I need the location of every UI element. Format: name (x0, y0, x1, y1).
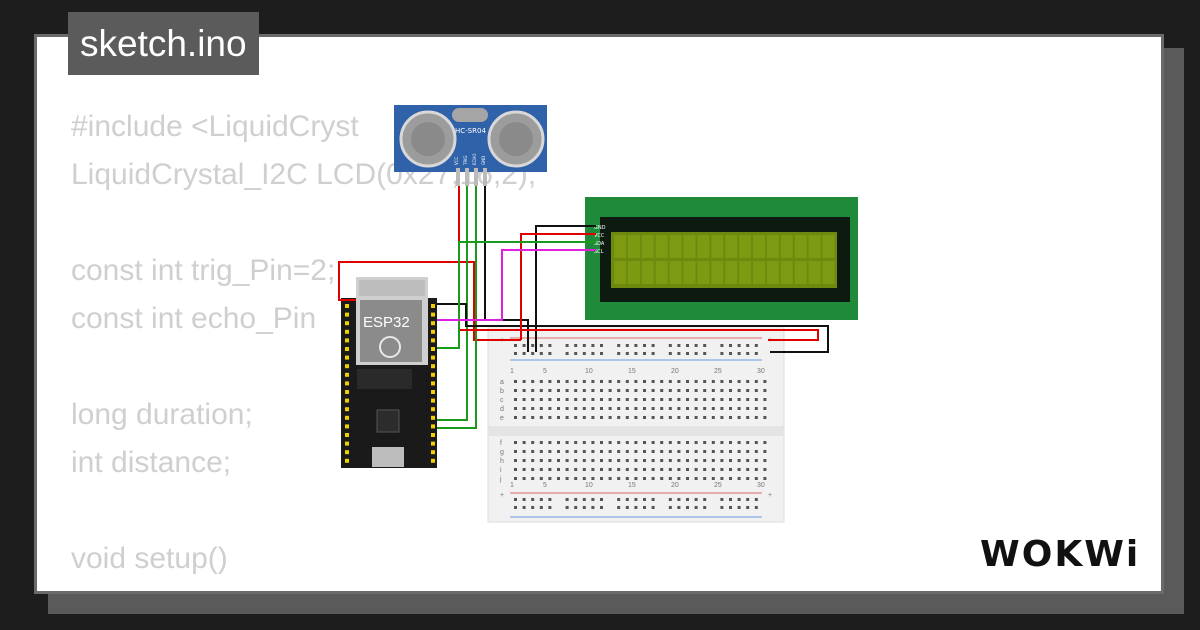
bb-row-label: i (500, 467, 502, 474)
code-line: const int trig_Pin=2; (71, 254, 336, 287)
bb-col-label: 5 (543, 482, 547, 489)
sensor-label: HC-SR04 (455, 127, 486, 135)
bb-plus-label: + (768, 492, 772, 499)
bb-row-label: h (500, 458, 504, 465)
bb-col-label: 30 (757, 482, 765, 489)
wire-red (338, 186, 460, 301)
esp32-board: ESP32 (341, 277, 437, 468)
wire-black (437, 303, 829, 353)
wire-magenta (437, 249, 596, 321)
wire-red (520, 233, 596, 340)
bb-row-label: a (500, 379, 504, 386)
bb-row-label: b (500, 388, 504, 395)
bb-col-label: 10 (585, 368, 593, 375)
code-line: { (71, 583, 81, 591)
bb-col-label: 20 (671, 482, 679, 489)
lcd-pin-label: SCL (594, 249, 604, 255)
bb-col-label: 5 (543, 368, 547, 375)
bb-col-label: 15 (628, 368, 636, 375)
bb-col-label: 1 (510, 482, 514, 489)
code-line: int distance; (71, 446, 232, 479)
wire-green (437, 241, 596, 349)
bb-row-label: d (500, 406, 504, 413)
bb-col-label: 10 (585, 482, 593, 489)
wire-black (484, 186, 529, 352)
bb-row-label: j (499, 476, 502, 483)
bb-col-label: 30 (757, 368, 765, 375)
sensor-pin-label: ECHO (472, 154, 477, 165)
lcd-pin-label: SDA (594, 241, 605, 247)
code-line: const int echo_Pin (71, 302, 317, 335)
wire-red (460, 329, 819, 341)
file-tab[interactable]: sketch.ino (68, 12, 259, 75)
sensor-pin-label: GND (481, 156, 486, 165)
bb-col-label: 1 (510, 368, 514, 375)
bb-row-label: e (500, 415, 504, 422)
code-line: long duration; (71, 398, 253, 431)
wires (338, 186, 829, 429)
breadboard: + + + + 1 5 10 15 20 25 30 1 5 10 15 20 … (487, 325, 785, 523)
ultrasonic-sensor: HC-SR04 VCC TRIG ECHO GND (394, 105, 547, 186)
wire-green (437, 186, 477, 429)
bb-col-label: 15 (628, 482, 636, 489)
lcd-pin-label: VCC (594, 233, 605, 239)
code-line: void setup() (71, 542, 228, 575)
bb-col-label: 20 (671, 368, 679, 375)
sensor-pin-label: TRIG (463, 155, 468, 166)
bb-col-label: 25 (714, 368, 722, 375)
wire-black (535, 225, 596, 352)
lcd-pin-label: GND (594, 225, 606, 231)
bb-plus-label: + (500, 492, 504, 499)
sensor-pin-label: VCC (454, 156, 459, 165)
code-line: #include <LiquidCryst (71, 110, 359, 143)
bb-row-label: g (500, 449, 504, 456)
wokwi-logo-text: WOKWi (980, 534, 1140, 575)
bb-row-label: f (500, 440, 502, 447)
bb-col-label: 25 (714, 482, 722, 489)
wokwi-logo: WOKWi (980, 534, 1140, 575)
wire-green (437, 186, 468, 421)
bb-row-label: c (500, 397, 504, 404)
lcd-display: GND VCC SDA SCL (585, 197, 858, 320)
esp32-label: ESP32 (363, 314, 410, 331)
